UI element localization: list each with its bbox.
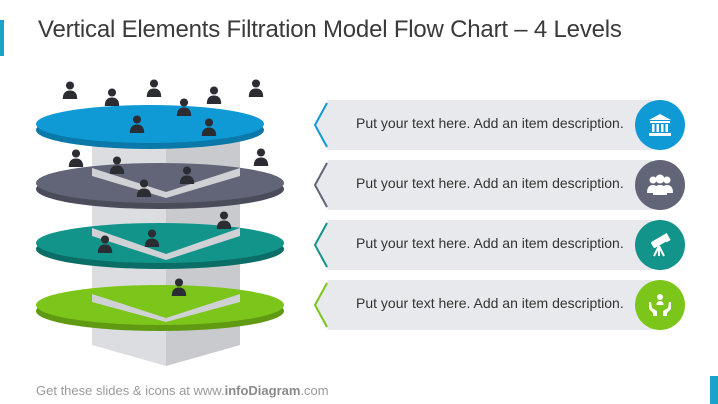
footer-credit: Get these slides & icons at www.infoDiag…: [36, 383, 329, 398]
bank-icon: [635, 100, 685, 150]
level-4-item: Put your text here. Add an item descript…: [312, 277, 688, 333]
level-1-disc: [36, 105, 264, 143]
person-icon: [104, 88, 120, 106]
person-icon: [253, 148, 269, 166]
right-accent-bar: [710, 376, 718, 404]
level-2-item: Put your text here. Add an item descript…: [312, 157, 688, 213]
hands-person-icon: [635, 280, 685, 330]
level-3-item: Put your text here. Add an item descript…: [312, 217, 688, 273]
person-icon: [62, 81, 78, 99]
level-3-description: Put your text here. Add an item descript…: [356, 235, 624, 251]
level-4-disc: [36, 285, 284, 325]
person-icon: [206, 86, 222, 104]
left-accent-bar: [0, 20, 4, 56]
page-title: Vertical Elements Filtration Model Flow …: [38, 16, 622, 43]
telescope-icon: [635, 220, 685, 270]
person-icon: [248, 79, 264, 97]
footer-prefix: Get these slides & icons at www.: [36, 383, 225, 398]
person-icon: [68, 149, 84, 167]
group-people-icon: [635, 160, 685, 210]
level-1-item: Put your text here. Add an item descript…: [312, 97, 688, 153]
level-2-disc: [36, 163, 284, 203]
level-4-description: Put your text here. Add an item descript…: [356, 295, 624, 311]
footer-brand: infoDiagram: [224, 383, 301, 398]
footer-suffix: .com: [300, 383, 329, 398]
person-icon: [146, 79, 162, 97]
level-1-description: Put your text here. Add an item descript…: [356, 115, 624, 131]
filtration-diagram: [36, 79, 284, 366]
level-2-description: Put your text here. Add an item descript…: [356, 175, 624, 191]
